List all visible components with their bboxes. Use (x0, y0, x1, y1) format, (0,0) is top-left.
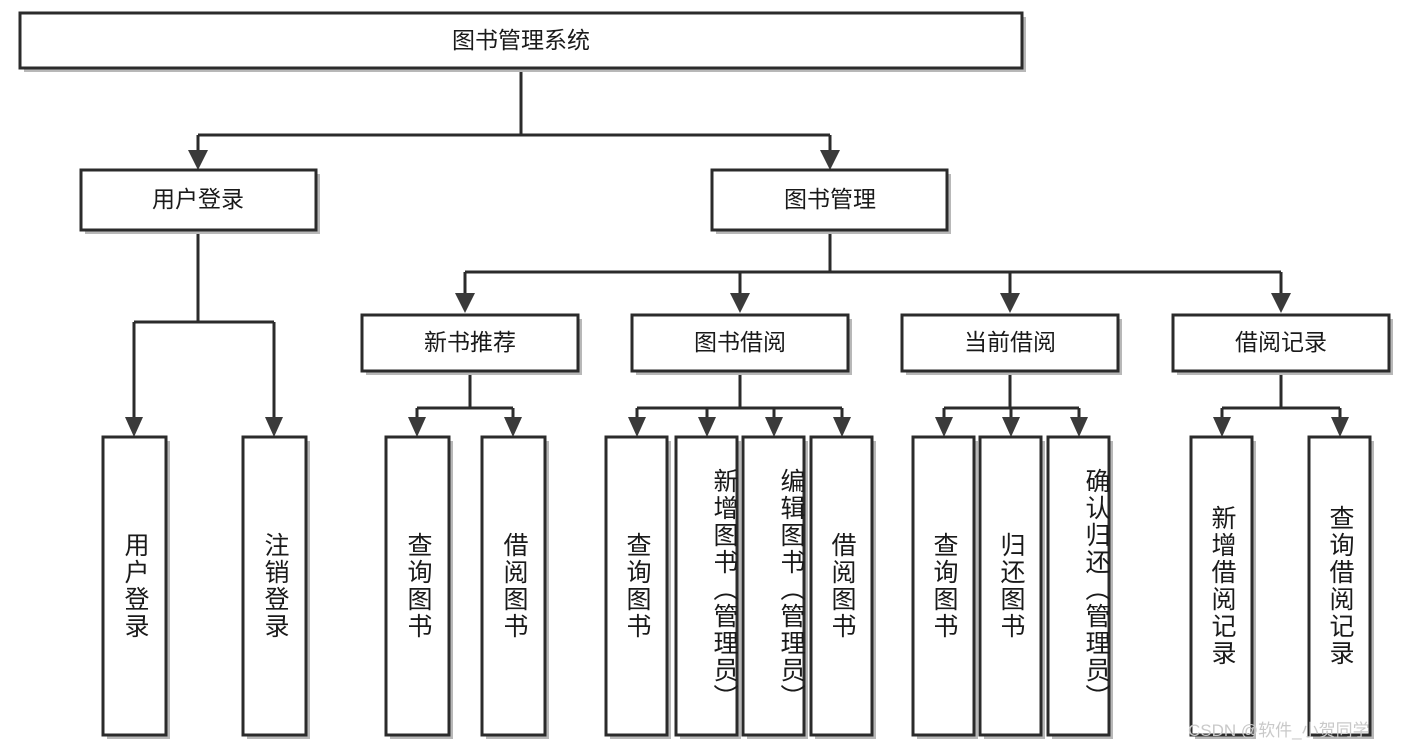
arrowhead-userlogin-leaf1 (125, 417, 143, 437)
node-box (1171, 313, 1391, 373)
node-label: 用户登录 (152, 186, 244, 212)
node-user-login[interactable]: 用户登录 (79, 168, 320, 234)
arrowhead-current-leaf2 (1002, 417, 1020, 437)
node-book-management-system[interactable]: 图书管理系统 (18, 11, 1026, 72)
leaf-box-logout-login[interactable] (241, 435, 308, 737)
leaf-box-query-book-2[interactable] (604, 435, 669, 737)
arrowhead-userlogin (188, 150, 208, 170)
arrowhead-borrow-leaf2 (698, 417, 716, 437)
arrowhead-l3-1 (455, 293, 475, 313)
node-label: 新书推荐 (424, 329, 516, 355)
arrowhead-borrow-leaf3 (765, 417, 783, 437)
arrowhead-userlogin-leaf2 (265, 417, 283, 437)
node-box (710, 168, 949, 232)
csdn-watermark: CSDN @软件_小贺同学 (1188, 721, 1370, 740)
arrowhead-l3-4 (1271, 293, 1291, 313)
arrowhead-borrow-leaf1 (628, 417, 646, 437)
node-label: 图书借阅 (694, 329, 786, 355)
node-box (79, 168, 318, 232)
arrowhead-l3-3 (1000, 293, 1020, 313)
arrowhead-group (125, 150, 1349, 437)
leaf-box-query-borrow-record[interactable] (1307, 435, 1372, 737)
arrowhead-record-leaf2 (1331, 417, 1349, 437)
arrowhead-newbook-leaf2 (504, 417, 522, 437)
leaf-box-user-login[interactable] (101, 435, 168, 737)
leaf-box-borrow-book-2[interactable] (809, 435, 874, 737)
leaf-box-query-book-1[interactable] (384, 435, 451, 737)
node-book-management[interactable]: 图书管理 (710, 168, 951, 234)
leaf-box-add-borrow-record[interactable] (1189, 435, 1254, 737)
arrowhead-l3-2 (730, 293, 750, 313)
leaf-box-confirm-return-admin[interactable] (1046, 435, 1111, 737)
node-new-book-recommend[interactable]: 新书推荐 (360, 313, 582, 375)
leaf-box-return-book[interactable] (978, 435, 1043, 737)
node-borrow-record[interactable]: 借阅记录 (1171, 313, 1393, 375)
node-label: 借阅记录 (1235, 329, 1327, 355)
node-current-borrow[interactable]: 当前借阅 (900, 313, 1122, 375)
leaf-box-group (101, 435, 1374, 739)
node-book-borrow[interactable]: 图书借阅 (630, 313, 852, 375)
arrowhead-borrow-leaf4 (833, 417, 851, 437)
node-box (900, 313, 1120, 373)
node-label: 当前借阅 (964, 329, 1056, 355)
node-label: 图书管理 (784, 186, 876, 212)
node-box (18, 11, 1024, 70)
arrowhead-current-leaf3 (1070, 417, 1088, 437)
node-box (360, 313, 580, 373)
connector-group (132, 68, 1342, 418)
leaf-box-borrow-book-1[interactable] (480, 435, 547, 737)
leaf-box-edit-book-admin[interactable] (741, 435, 806, 737)
leaf-box-add-book-admin[interactable] (674, 435, 739, 737)
arrowhead-current-leaf1 (935, 417, 953, 437)
arrowhead-newbook-leaf1 (408, 417, 426, 437)
arrowhead-record-leaf1 (1213, 417, 1231, 437)
node-box (630, 313, 850, 373)
node-label: 图书管理系统 (452, 27, 590, 53)
leaf-box-query-book-3[interactable] (911, 435, 976, 737)
arrowhead-bookmgmt (820, 150, 840, 170)
